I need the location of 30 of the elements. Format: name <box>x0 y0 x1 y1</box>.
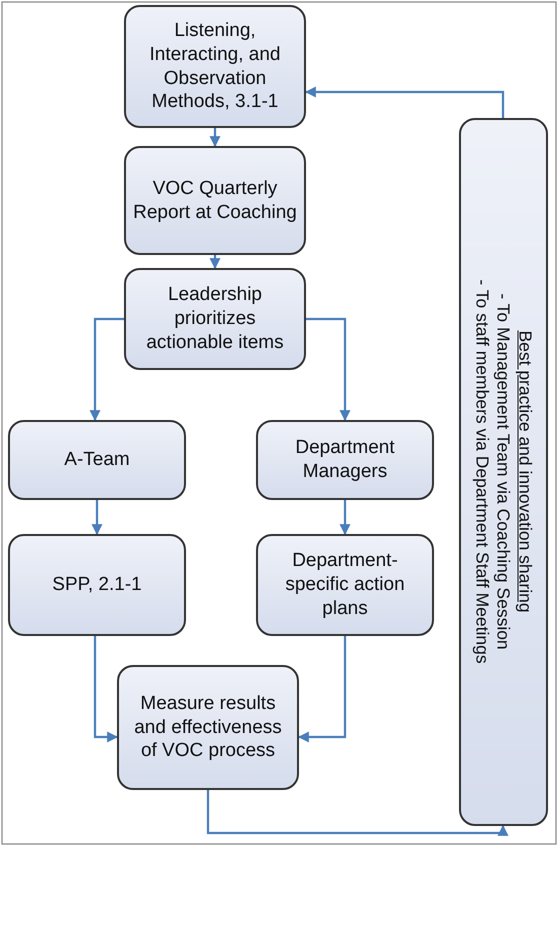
arrow <box>210 128 220 148</box>
box-label: Measure results and effectiveness of VOC process <box>133 692 283 764</box>
process-box <box>124 146 306 255</box>
process-box <box>117 665 299 790</box>
note-box <box>459 118 548 826</box>
box-label: Department-specific action plans <box>284 549 406 621</box>
box-label: Leadership prioritizes actionable items <box>145 283 285 355</box>
arrow <box>90 318 124 422</box>
process-box <box>124 268 306 370</box>
arrow <box>304 86 504 118</box>
box-label: Department Managers <box>294 436 396 484</box>
arrow <box>94 636 118 742</box>
process-box <box>256 534 434 636</box>
bullet-text: - To Management Team via Coaching Session <box>492 293 514 650</box>
arrow <box>298 636 346 742</box>
process-box <box>8 420 186 500</box>
process-box <box>124 5 306 128</box>
arrow <box>306 318 350 422</box>
arrow <box>210 255 220 270</box>
arrow <box>92 500 102 536</box>
process-box <box>8 534 186 636</box>
box-label: Listening, Interacting, and Observation Methods, 3.1-1 <box>148 19 282 114</box>
arrow <box>206 790 508 836</box>
process-box <box>256 420 434 500</box>
box-label: VOC Quarterly Report at Coaching <box>132 176 298 224</box>
box-label: SPP, 2.1-1 <box>52 573 142 597</box>
heading: Best practice and innovation sharing <box>514 330 536 613</box>
box-label: A-Team <box>64 448 130 472</box>
arrow <box>340 500 350 536</box>
bullet-text: - To staff members via Department Staff Meetings <box>471 279 492 664</box>
